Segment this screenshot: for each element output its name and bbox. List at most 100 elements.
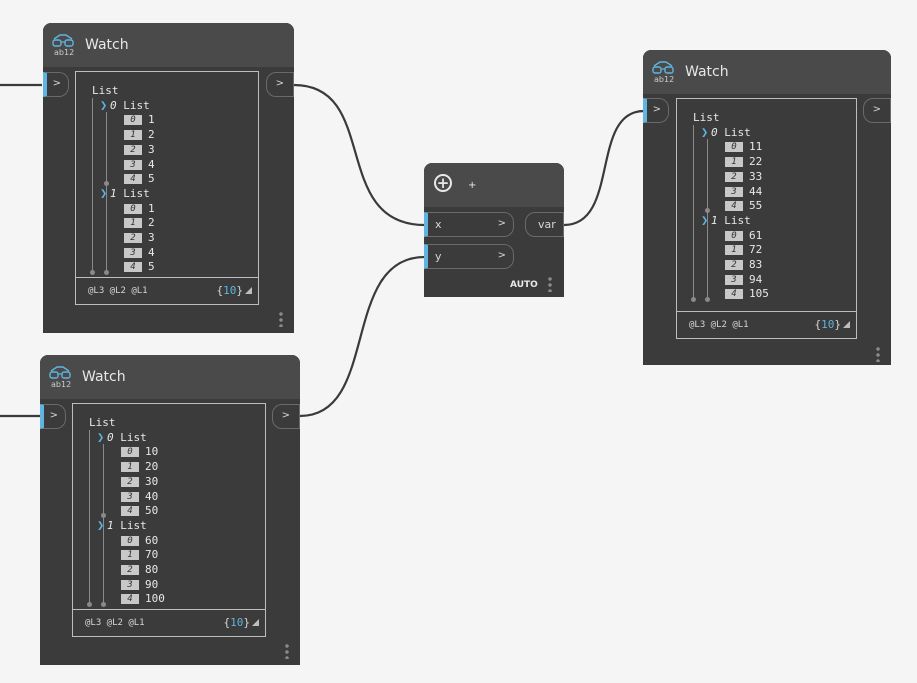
item-index: 0 [124, 115, 142, 126]
output-port[interactable]: > [266, 72, 294, 97]
item-index: 2 [124, 144, 142, 155]
input-port-y[interactable]: y > [424, 244, 514, 269]
port-label: y [435, 250, 442, 263]
list-levels[interactable]: @L3 @L2 @L1 [88, 286, 148, 296]
tree-guide-end [104, 180, 109, 186]
input-port[interactable]: > [43, 72, 69, 97]
item-value: 105 [749, 287, 769, 301]
tree-guide-line [92, 98, 93, 273]
list-levels[interactable]: @L3 @L2 @L1 [85, 618, 145, 628]
chevron-right-icon[interactable]: ❯ [97, 517, 105, 532]
item-index: 0 [121, 535, 139, 546]
node-title: Watch [685, 64, 729, 80]
resize-icon[interactable] [252, 619, 259, 626]
add-node-header[interactable]: + + [424, 163, 564, 207]
add-icon: + [434, 174, 452, 192]
node-menu-icon[interactable] [279, 311, 283, 327]
sublist-header[interactable]: ❯1 List [97, 518, 147, 533]
wire-watch-b-to-y[interactable] [299, 255, 426, 418]
item-value: 70 [145, 548, 159, 562]
item-value: 40 [145, 489, 159, 503]
item-value: 10 [145, 445, 159, 459]
sublist-header[interactable]: ❯0 List [97, 430, 147, 445]
chevron-right-icon[interactable]: ❯ [100, 97, 108, 112]
resize-icon[interactable] [245, 287, 252, 294]
chevron-right-icon[interactable]: ❯ [701, 124, 709, 139]
wire-var-to-watch-c[interactable] [563, 109, 645, 227]
wire-watch-a-to-x[interactable] [293, 83, 426, 227]
lacing-mode[interactable]: AUTO [510, 280, 538, 290]
list-levels[interactable]: @L3 @L2 @L1 [689, 320, 749, 330]
chevron-right-icon[interactable]: ❯ [97, 429, 105, 444]
watch-glasses-icon: ab12 [49, 366, 71, 389]
output-port-var[interactable]: var [525, 212, 564, 237]
input-port[interactable]: > [643, 98, 669, 123]
item-index: 4 [124, 174, 142, 185]
tree-guide-end [87, 602, 92, 608]
node-title: + [468, 180, 477, 191]
watch-glasses-icon: ab12 [652, 61, 674, 84]
svg-text:ab12: ab12 [654, 75, 674, 84]
sublist-index: 0 [107, 430, 114, 444]
node-menu-icon[interactable] [548, 276, 552, 292]
output-port[interactable]: > [272, 404, 300, 429]
item-index: 0 [124, 203, 142, 214]
item-value: 4 [148, 157, 155, 171]
chevron-right-icon[interactable]: ❯ [701, 212, 709, 227]
port-arrow-icon: > [872, 104, 881, 115]
output-port[interactable]: > [863, 98, 891, 123]
item-index: 3 [124, 247, 142, 258]
item-value: 1 [148, 201, 155, 215]
sublist-header[interactable]: ❯0 List [701, 125, 751, 140]
chevron-right-icon[interactable]: ❯ [100, 185, 108, 200]
add-node[interactable]: + + x > y > var AUTO [424, 163, 564, 297]
node-menu-icon[interactable] [285, 643, 289, 659]
sublist-index: 0 [110, 98, 117, 112]
item-index: 0 [725, 230, 743, 241]
port-arrow-icon: > [497, 250, 506, 261]
sublist-header[interactable]: ❯1 List [100, 186, 150, 201]
port-arrow-icon: > [52, 78, 61, 89]
tree-guide-end [90, 270, 95, 276]
tree-guide-end [104, 270, 109, 276]
input-port[interactable]: > [40, 404, 66, 429]
item-index: 2 [121, 565, 139, 575]
sublist-label: List [123, 186, 150, 200]
resize-icon[interactable] [843, 321, 850, 328]
input-port-x[interactable]: x > [424, 212, 514, 237]
watch-glasses-icon: ab12 [52, 34, 74, 57]
sublist-index: 1 [110, 186, 117, 200]
sublist-label: List [120, 518, 147, 532]
watch-node-header[interactable]: ab12 Watch [40, 355, 300, 399]
watch-node-header[interactable]: ab12 Watch [643, 50, 891, 94]
item-value: 61 [749, 228, 763, 242]
watch-node-header[interactable]: ab12 Watch [43, 23, 294, 67]
node-menu-icon[interactable] [876, 346, 880, 362]
sublist-header[interactable]: ❯1 List [701, 213, 751, 228]
item-index: 1 [124, 218, 142, 229]
item-index: 1 [725, 157, 743, 168]
tree-guide-line [707, 138, 708, 300]
sublist-header[interactable]: ❯0 List [100, 98, 150, 113]
port-arrow-icon: > [497, 218, 506, 229]
item-value: 4 [148, 245, 155, 259]
